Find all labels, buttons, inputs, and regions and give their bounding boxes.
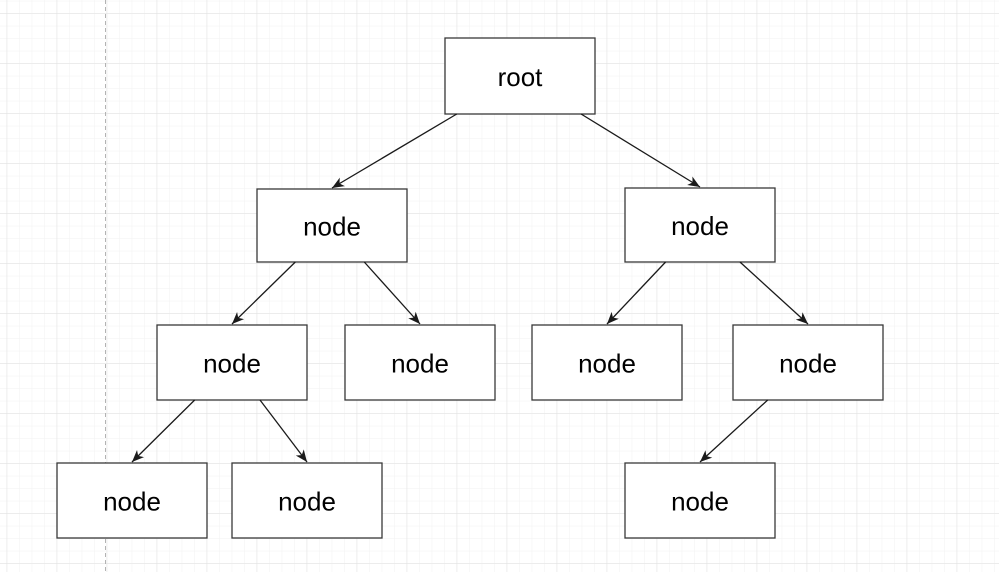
- node-label: node: [278, 487, 336, 517]
- node-label: node: [578, 349, 636, 379]
- node-label: node: [303, 212, 361, 242]
- edge-root-n1[interactable]: [331, 113, 458, 189]
- tree-node-n5[interactable]: node: [531, 324, 683, 401]
- node-box[interactable]: [531, 324, 683, 401]
- edge-n3-n8[interactable]: [259, 399, 308, 463]
- edge-n3-n7[interactable]: [131, 399, 196, 463]
- tree-node-root[interactable]: root: [444, 37, 596, 115]
- node-label: node: [671, 487, 729, 517]
- edge-n2-n5[interactable]: [606, 261, 667, 325]
- node-label: root: [498, 62, 544, 92]
- tree-node-n1[interactable]: node: [256, 188, 408, 263]
- edge-n6-n9[interactable]: [699, 399, 769, 463]
- node-box[interactable]: [624, 462, 776, 539]
- node-box[interactable]: [231, 462, 383, 539]
- node-box[interactable]: [344, 324, 496, 401]
- node-label: node: [779, 349, 837, 379]
- edge-n2-n6[interactable]: [739, 261, 809, 325]
- tree-node-n8[interactable]: node: [231, 462, 383, 539]
- node-box[interactable]: [624, 187, 776, 263]
- node-label: node: [103, 487, 161, 517]
- edge-root-n2[interactable]: [580, 113, 701, 188]
- tree-node-n7[interactable]: node: [56, 462, 208, 539]
- node-box[interactable]: [444, 37, 596, 115]
- edge-n1-n3[interactable]: [231, 261, 296, 325]
- tree-node-n4[interactable]: node: [344, 324, 496, 401]
- node-label: node: [391, 349, 449, 379]
- node-box[interactable]: [56, 462, 208, 539]
- edge-n1-n4[interactable]: [363, 261, 421, 325]
- node-box[interactable]: [156, 324, 308, 401]
- node-label: node: [203, 349, 261, 379]
- tree-node-n3[interactable]: node: [156, 324, 308, 401]
- node-box[interactable]: [256, 188, 408, 263]
- tree-node-n9[interactable]: node: [624, 462, 776, 539]
- tree-node-n2[interactable]: node: [624, 187, 776, 263]
- node-box[interactable]: [732, 324, 884, 401]
- tree-node-n6[interactable]: node: [732, 324, 884, 401]
- node-label: node: [671, 211, 729, 241]
